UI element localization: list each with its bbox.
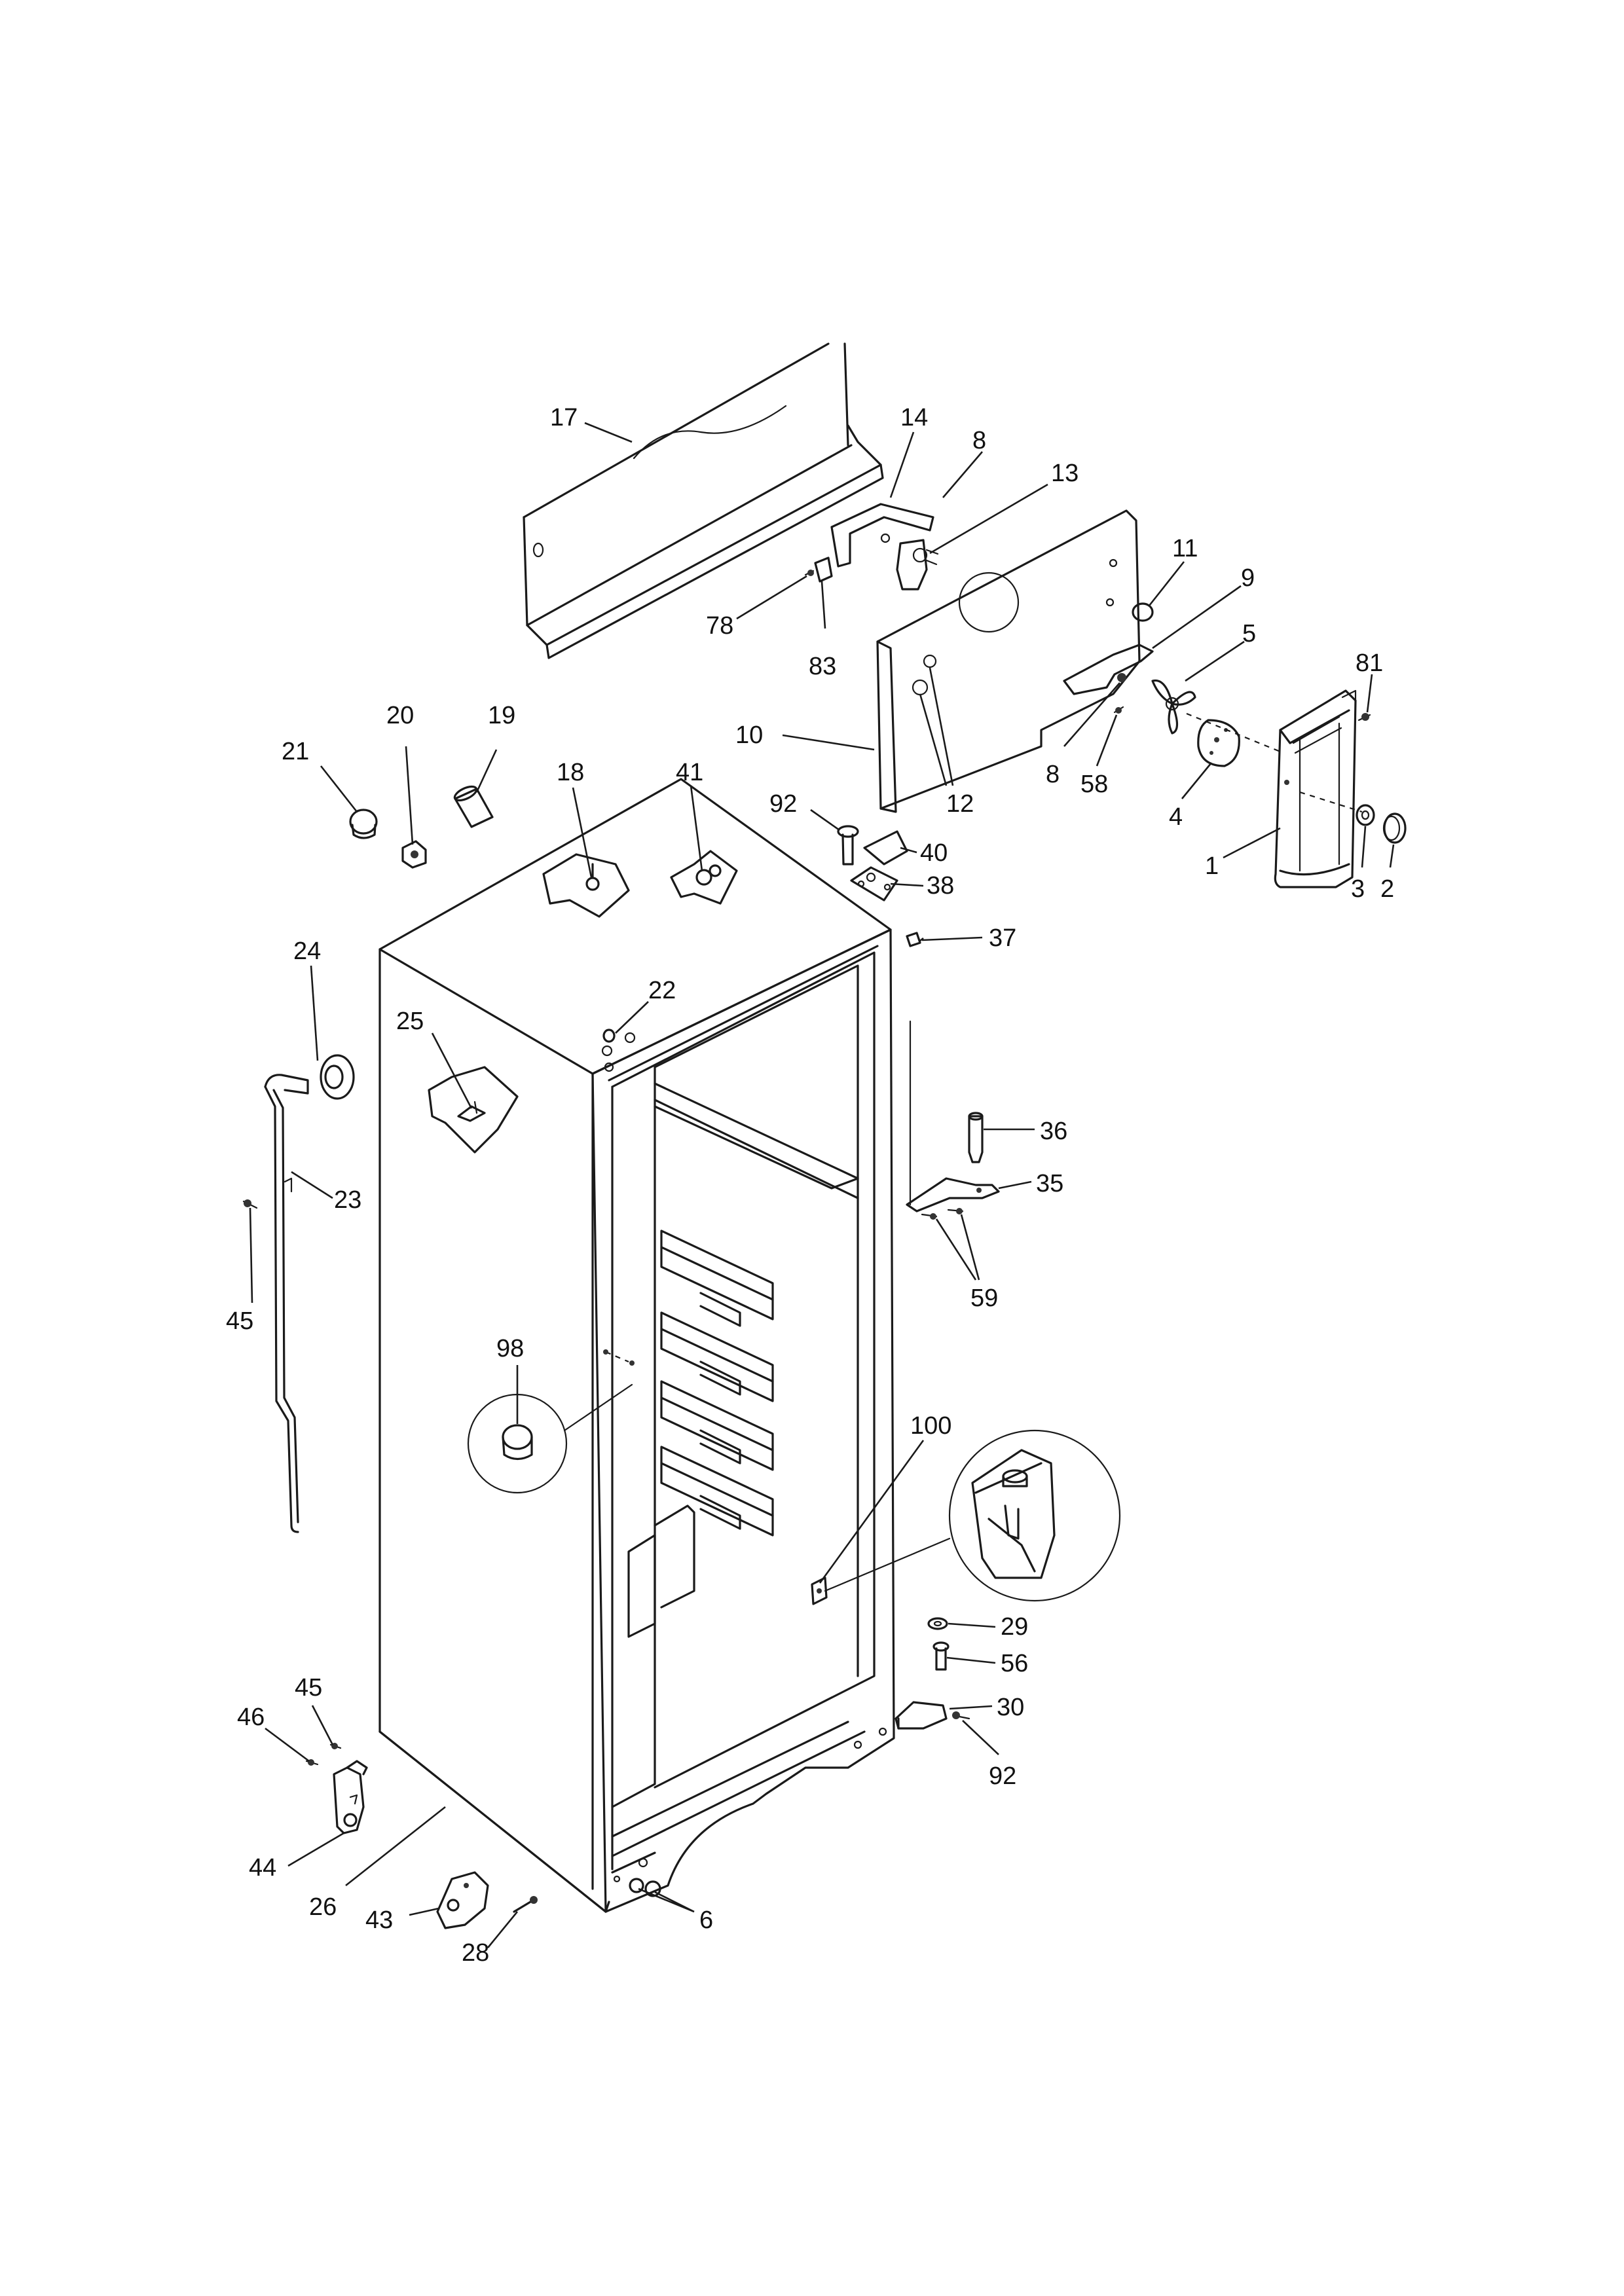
callout-5: 5: [1242, 620, 1256, 647]
part-40-cap: [863, 830, 908, 866]
part-98-plug-detail: [467, 1349, 635, 1494]
callout-19: 19: [488, 702, 515, 729]
part-5-fan-blade: [1151, 679, 1196, 735]
callout-11: 11: [1172, 535, 1198, 562]
part-37-pin: [906, 932, 921, 947]
part-24-washer: [320, 1054, 355, 1100]
callout-81: 81: [1356, 649, 1383, 677]
callout-9: 9: [1241, 564, 1255, 592]
cabinet-shell: [378, 778, 912, 1913]
callout-2: 2: [1380, 875, 1394, 903]
part-81-screw: [1357, 713, 1371, 721]
callout-37: 37: [989, 924, 1016, 952]
callout-12: 12: [946, 790, 974, 818]
callout-36: 36: [1040, 1118, 1067, 1145]
callout-35: 35: [1036, 1170, 1063, 1197]
part-18-hinge-plate: [542, 853, 630, 918]
part-78-screw: [804, 570, 815, 576]
callout-18: 18: [557, 759, 584, 786]
callout-17: 17: [550, 404, 578, 431]
part-6-levelers: [629, 1878, 661, 1897]
part-30-bracket: [895, 1701, 948, 1730]
part-44-bottom-hinge: [333, 1760, 368, 1834]
part-28-screw: [513, 1896, 538, 1913]
part-2-cap: [1382, 812, 1407, 844]
callout-29: 29: [1001, 1613, 1028, 1641]
part-38-hinge-plate: [850, 866, 898, 902]
callout-8: 8: [972, 427, 986, 454]
part-45-screw-top: [242, 1199, 258, 1209]
callout-45: 45: [226, 1307, 253, 1335]
part-17-top-panel: [523, 342, 884, 659]
fan-axis-dashes: [1186, 712, 1284, 754]
callout-24: 24: [293, 938, 321, 965]
callout-92b: 92: [989, 1762, 1016, 1790]
part-36-pin: [968, 1112, 984, 1163]
part-56-pin: [932, 1641, 950, 1671]
callout-3: 3: [1351, 875, 1365, 903]
part-92-screw-top: [837, 825, 859, 866]
callout-13: 13: [1051, 460, 1079, 487]
callout-98: 98: [496, 1335, 524, 1362]
callout-38: 38: [927, 872, 954, 900]
part-25-hinge-plate: [428, 1066, 519, 1154]
part-20-nut: [401, 840, 427, 869]
callout-26: 26: [309, 1893, 337, 1921]
part-1-fan-housing: [1274, 689, 1357, 888]
callout-46: 46: [237, 1704, 265, 1731]
callout-25: 25: [396, 1008, 424, 1035]
part-22-plug: [602, 1029, 616, 1043]
leader-lines: [249, 422, 1395, 1948]
part-14-bracket: [830, 503, 934, 568]
callout-56: 56: [1001, 1650, 1028, 1677]
callout-30: 30: [997, 1694, 1024, 1721]
part-46-screw: [305, 1759, 319, 1766]
callout-1: 1: [1205, 852, 1219, 880]
part-13-thermostat: [896, 539, 939, 591]
part-59-screws: [921, 1208, 964, 1220]
part-8-nut: [1117, 673, 1126, 682]
part-35-hinge: [906, 1177, 1000, 1212]
part-29-washer: [927, 1617, 948, 1630]
part-3-washer: [1356, 804, 1375, 826]
part-41-bracket: [670, 850, 738, 905]
part-11-plug: [1132, 602, 1154, 622]
part-19-bushing: [453, 785, 494, 828]
part-100-bracket-detail: [811, 1429, 1121, 1605]
callout-45b: 45: [295, 1674, 322, 1702]
callout-92: 92: [769, 790, 797, 818]
callout-59: 59: [970, 1285, 998, 1312]
callout-10: 10: [735, 721, 763, 749]
part-23-door-rod: [264, 1074, 309, 1533]
part-9-bracket: [1063, 644, 1154, 695]
callout-83: 83: [809, 653, 836, 680]
callout-20: 20: [386, 702, 414, 729]
part-10-evaporator-cover: [876, 509, 1141, 813]
callout-78: 78: [706, 612, 733, 640]
callout-6: 6: [699, 1906, 713, 1934]
part-58-screw: [1113, 706, 1124, 714]
callout-21: 21: [282, 738, 309, 765]
callout-28: 28: [462, 1939, 489, 1967]
callout-22: 22: [648, 977, 676, 1004]
part-4-motor-plate: [1197, 719, 1240, 767]
callout-58: 58: [1080, 771, 1108, 798]
callout-100: 100: [910, 1412, 951, 1440]
callout-44: 44: [249, 1854, 276, 1882]
callout-41: 41: [676, 759, 703, 786]
housing-axis-dashes: [1299, 791, 1363, 813]
part-92-screw-bottom: [951, 1711, 970, 1720]
callout-14: 14: [900, 404, 928, 431]
callout-8b: 8: [1046, 761, 1060, 788]
part-43-bottom-hinge: [436, 1871, 489, 1929]
callout-43: 43: [365, 1906, 393, 1934]
part-83-clip: [814, 556, 833, 583]
part-21-knob: [349, 809, 378, 839]
callout-40: 40: [920, 839, 948, 867]
callout-labels: 17 14 8 13 11 9 5 81 78 83 10 12 8 58 4 …: [226, 404, 1394, 1967]
callout-4: 4: [1169, 803, 1183, 831]
callout-23: 23: [334, 1186, 361, 1214]
